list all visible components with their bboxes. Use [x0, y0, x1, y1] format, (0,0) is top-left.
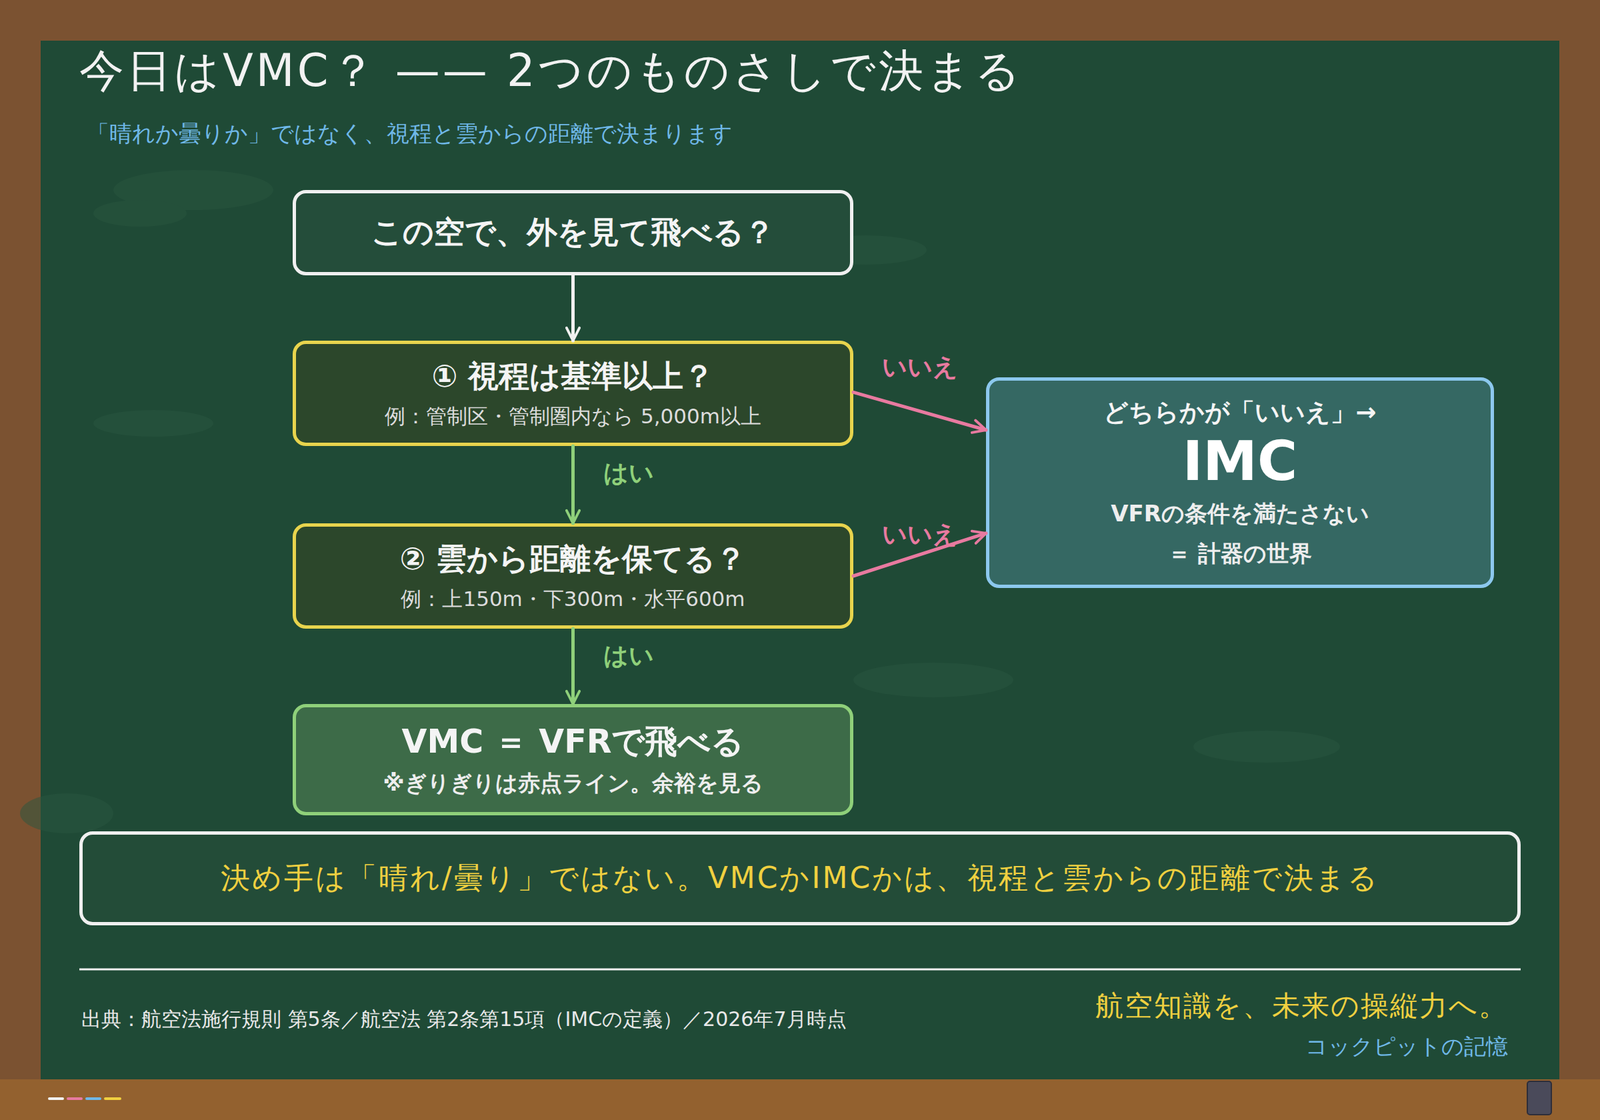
slide-title: 今日はVMC？ —— 2つのものさしで決まる	[79, 44, 1024, 98]
eraser	[1527, 1081, 1552, 1115]
smudge	[1193, 730, 1340, 763]
board-surface	[40, 40, 1560, 1080]
check-example: 例：上150m・下300m・水平600m	[400, 586, 745, 612]
question-box: この空で、外を見て飛べる？	[292, 190, 854, 276]
check-box: ① 視程は基準以上？ 例：管制区・管制圏内なら 5,000m以上	[292, 340, 854, 446]
question-text: この空で、外を見て飛べる？	[371, 214, 775, 251]
summary-band: 決め手は「晴れ/曇り」ではない。VMCかIMCかは、視程と雲からの距離で決まる	[79, 831, 1521, 926]
edge-label: いいえ	[882, 352, 958, 382]
brand-name: コックピットの記憶	[1305, 1033, 1508, 1060]
result-heading: VMC ＝ VFRで飛べる	[402, 722, 745, 762]
no-arrow	[853, 392, 986, 430]
motto: 航空知識を、未来の操縦力へ。	[1095, 989, 1508, 1023]
imc-box: どちらかが「いいえ」→IMC VFRの条件を満たさない ＝ 計器の世界	[986, 377, 1494, 588]
result-box: VMC ＝ VFRで飛べる ※ぎりぎりは赤点ライン。余裕を見る	[292, 704, 854, 816]
imc-note: VFRの条件を満たさない	[1110, 500, 1370, 528]
edge-label: はい	[603, 640, 654, 670]
result-note: ※ぎりぎりは赤点ライン。余裕を見る	[382, 770, 763, 797]
smudge	[20, 793, 114, 834]
smudge	[853, 662, 1014, 698]
yes-arrow	[571, 446, 575, 524]
imc-lead: どちらかが「いいえ」→	[1103, 398, 1376, 428]
imc-note: ＝ 計器の世界	[1168, 540, 1313, 568]
check-example: 例：管制区・管制圏内なら 5,000m以上	[384, 404, 762, 429]
summary-text: 決め手は「晴れ/曇り」ではない。VMCかIMCかは、視程と雲からの距離で決まる	[220, 860, 1380, 896]
footer-rule	[79, 968, 1521, 971]
smudge	[93, 200, 187, 227]
imc-term: IMC	[1182, 428, 1298, 494]
check-box: ② 雲から距離を保てる？ 例：上150m・下300m・水平600m	[292, 523, 854, 629]
check-heading: ② 雲から距離を保てる？	[400, 540, 747, 578]
chalk-pink	[68, 1097, 82, 1100]
chalk-tray	[0, 1079, 1600, 1120]
chalk-blue	[86, 1097, 100, 1100]
flow-arrow	[571, 275, 575, 341]
chalk-yellow	[105, 1097, 120, 1100]
edge-label: はい	[603, 458, 654, 488]
chalk-white	[49, 1097, 63, 1100]
yes-arrow	[571, 628, 575, 704]
chalk-pieces	[49, 1097, 120, 1100]
check-heading: ① 視程は基準以上？	[432, 358, 715, 395]
no-arrow	[853, 533, 986, 576]
smudge	[93, 410, 214, 437]
subtitle: 「晴れか曇りか」ではなく、視程と雲からの距離で決まります	[86, 120, 733, 148]
source-note: 出典：航空法施行規則 第5条／航空法 第2条第15項（IMCの定義）／2026年…	[81, 1007, 847, 1032]
